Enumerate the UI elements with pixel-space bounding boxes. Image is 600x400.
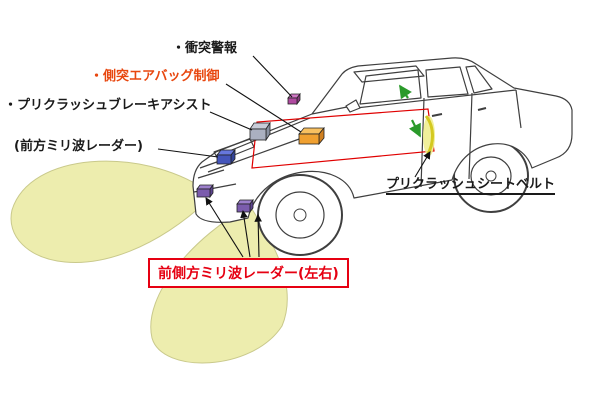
rear-door-window <box>425 66 469 98</box>
leader-lines <box>157 55 431 258</box>
arrow-to-left-radar <box>205 197 244 258</box>
arrow-to-right-radar-2 <box>254 214 263 258</box>
label-front-mmwave-radar: (前方ミリ波レーダー) <box>14 139 143 154</box>
sunroof <box>353 65 425 83</box>
front-door-window <box>359 69 422 105</box>
door-handle <box>477 107 487 111</box>
door-handle <box>431 113 443 117</box>
label-front-side-mmwave-radar: 前側方ミリ波レーダー(左右) <box>148 258 349 288</box>
collision-warning-buzzer <box>287 92 301 106</box>
quarter-window <box>465 65 493 94</box>
car-illustration <box>192 57 573 223</box>
label-side-airbag-control: ・側突エアバッグ制御 <box>90 69 220 84</box>
green-arrows <box>399 84 421 138</box>
front-side-radar-left <box>196 183 214 199</box>
side-mirror <box>345 99 361 113</box>
side-airbag-ecu <box>298 126 325 146</box>
front-mmwave-radar-unit <box>216 148 236 166</box>
label-collision-warning: ・衝突警報 <box>172 41 238 56</box>
radar-beam-left <box>10 160 209 263</box>
front-wheel <box>257 174 343 256</box>
arrow-to-right-radar <box>240 210 251 258</box>
front-side-radar-right <box>236 198 254 214</box>
precrash-seatbelt-unit <box>423 115 435 157</box>
label-precrash-seatbelt: プリクラッシュシートベルト <box>386 177 556 196</box>
label-precrash-brake-assist: ・プリクラッシュブレーキアシスト <box>4 98 212 113</box>
brake-assist-ecu <box>249 121 271 142</box>
